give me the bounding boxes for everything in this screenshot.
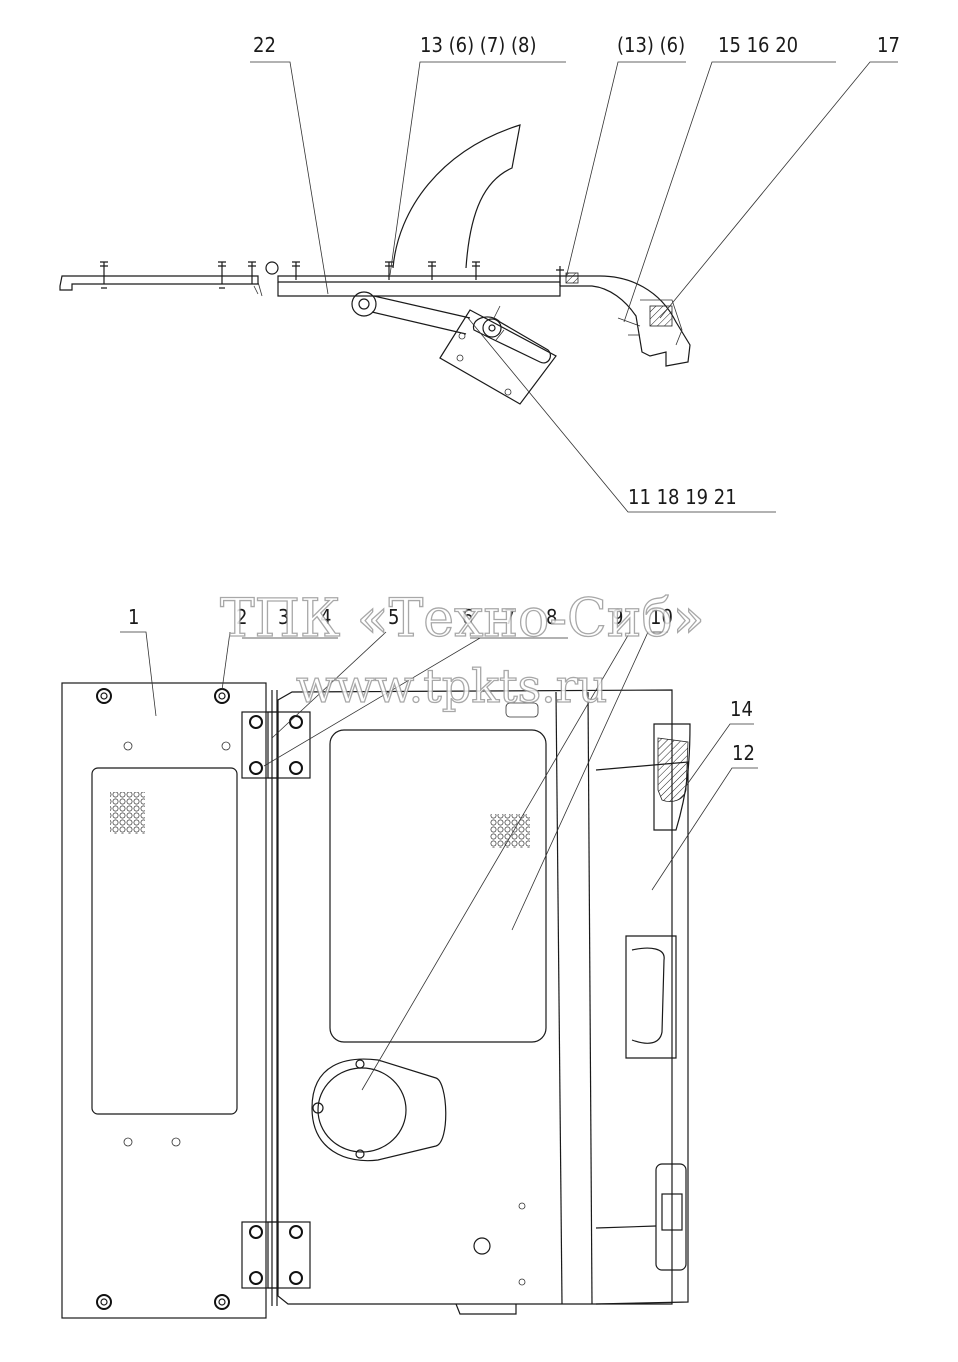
curved-end-section (560, 275, 691, 367)
main-window-cutout (329, 729, 547, 1043)
left-door-window (91, 767, 238, 1115)
strut-bracket (439, 309, 557, 405)
left-door-panel-1 (61, 682, 267, 1319)
front-callouts: 1 2 3 4 5 6 7 8 9 10 14 12 (120, 605, 758, 1091)
callout-6: 6 (462, 605, 473, 629)
strut-arm (371, 295, 471, 335)
callout-7: 7 (504, 605, 515, 629)
watermark-line2: www.tpkts.ru (296, 659, 607, 713)
hinge-pin (265, 261, 279, 275)
callout-1: 1 (128, 605, 139, 629)
door-handle (625, 935, 677, 1059)
callout-11-18-19-21: 11 18 19 21 (628, 485, 737, 509)
callout-3: 3 (278, 605, 289, 629)
top-callouts: 22 13 (6) (7) (8) (13) (6) 15 16 20 17 1… (250, 33, 900, 513)
callout-13-6-7-8: 13 (6) (7) (8) (420, 33, 537, 57)
handle-14 (653, 723, 691, 831)
strut-pivot (351, 291, 377, 317)
watermark: ТПК «Техно-Сиб» www.tpkts.ru (219, 588, 705, 713)
callout-15-16-20: 15 16 20 (718, 33, 798, 57)
top-section-view (59, 124, 691, 405)
callout-5: 5 (388, 605, 399, 629)
callout-17: 17 (877, 33, 900, 57)
filler-cap (311, 1058, 447, 1162)
left-door-bolts (96, 688, 231, 1310)
main-vent-holes (490, 814, 530, 848)
callout-8: 8 (546, 605, 557, 629)
callout-22: 22 (253, 33, 276, 57)
front-view (61, 682, 691, 1319)
latch-block (655, 1163, 687, 1271)
fixing-block (565, 272, 579, 284)
left-panel-section (59, 275, 259, 291)
callout-14: 14 (730, 697, 753, 721)
callout-4: 4 (320, 605, 331, 629)
callout-13-6-secondary: (13) (6) (617, 33, 685, 57)
main-hood-panel-9 (277, 689, 673, 1305)
side-panel-12 (595, 761, 689, 1305)
callout-9: 9 (612, 605, 623, 629)
rubber-seal-17 (649, 305, 673, 327)
hinge-lower (241, 1221, 311, 1289)
deflector-plate (392, 124, 521, 269)
callout-12: 12 (732, 741, 755, 765)
main-panel-section (277, 275, 561, 283)
watermark-line1: ТПК «Техно-Сиб» (220, 589, 705, 649)
callout-2: 2 (236, 605, 247, 629)
callout-10: 10 (650, 605, 673, 629)
left-door-vent-holes (110, 792, 145, 834)
